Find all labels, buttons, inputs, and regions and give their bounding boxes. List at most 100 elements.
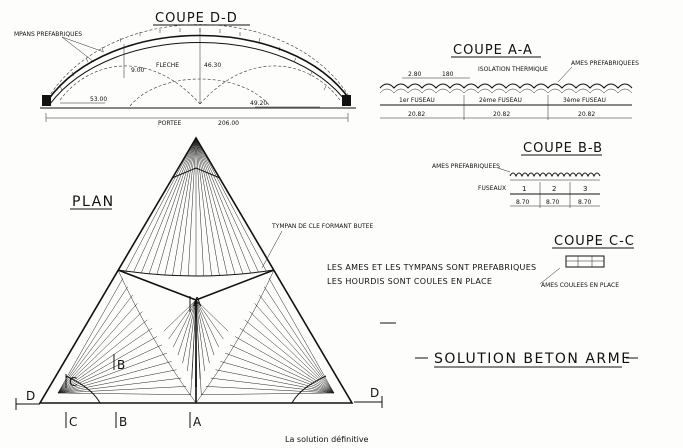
fleche-value: 46.30	[204, 62, 221, 69]
coupe-dd: COUPE D-D MPANS PREFABRIQUES 9.00 FLECHE…	[14, 11, 356, 127]
coupe-cc: COUPE C-C AMES COULEES EN PLACE	[539, 234, 635, 289]
rib-center-right	[195, 299, 229, 332]
rib-upper	[156, 137, 197, 275]
rib-right	[259, 294, 335, 394]
rib-left	[57, 286, 128, 394]
coupe-aa: COUPE A-A 2.80 180 ISOLATION THERMIQUE A…	[379, 43, 639, 120]
fuseau-1-label: 1er FUSEAU	[399, 97, 435, 104]
coupe-aa-shell-bottom	[379, 88, 633, 94]
rib-left	[57, 327, 153, 394]
marker-a-bottom: A	[193, 415, 202, 429]
rib-right	[205, 386, 335, 394]
rib-center-left	[182, 299, 197, 364]
rib-upper	[195, 137, 244, 274]
solution: SOLUTION BETON ARME	[415, 351, 638, 368]
note-line-2: LES HOURDIS SONT COULES EN PLACE	[327, 277, 492, 286]
marker-a-top: A	[193, 295, 202, 309]
figure-caption: La solution définitive	[285, 434, 369, 444]
marker-c-top: C	[69, 375, 77, 389]
rib-right	[239, 327, 335, 394]
coupe-cc-leader	[539, 267, 561, 285]
coupe-dd-title: COUPE D-D	[155, 11, 238, 26]
marker-d-right: D	[370, 386, 379, 400]
solution-title: SOLUTION BETON ARME	[434, 351, 632, 367]
fuseaux-label: FUSEAUX	[478, 185, 506, 192]
tympans-label: MPANS PREFABRIQUES	[14, 31, 82, 38]
rib-left	[57, 377, 182, 394]
rib-center-right	[195, 299, 219, 348]
fuseau-num-2: 2	[552, 185, 556, 193]
rib-center-left	[163, 299, 197, 332]
bb-width-2: 8.70	[546, 199, 560, 206]
rib-center-right	[195, 299, 210, 364]
rib-upper	[195, 137, 212, 276]
rib-upper	[148, 137, 197, 274]
plan-title: PLAN	[72, 194, 115, 210]
rib-upper	[195, 137, 259, 272]
division-right	[195, 269, 275, 301]
coupe-bb-ames-leader	[497, 167, 511, 173]
rib-center-right	[195, 299, 224, 340]
inner-arc-left	[59, 65, 201, 105]
rib-upper	[180, 137, 197, 276]
rib-right	[210, 377, 335, 394]
rib-left	[57, 386, 187, 394]
coupe-cc-section	[565, 255, 605, 268]
marker-c-bottom: C	[69, 415, 77, 429]
plan: PLAN TYMPAN DE CLE FORMANT BUTEE A A B B…	[15, 136, 383, 429]
rib-right	[215, 369, 335, 394]
coupe-bb: COUPE B-B AMES PREFABRIQUEES FUSEAUX 1 2…	[432, 141, 603, 208]
rib-upper	[195, 137, 267, 272]
springing-left	[42, 95, 51, 106]
rib-left	[57, 344, 162, 394]
rib-upper	[172, 137, 197, 276]
tympan-arc-top	[117, 269, 275, 277]
rib-center-left	[168, 299, 197, 340]
height-9-value: 9.00	[131, 67, 145, 74]
portee-value: 206.00	[218, 120, 239, 127]
coupe-bb-ames-label: AMES PREFABRIQUEES	[432, 163, 500, 170]
coupe-cc-title: COUPE C-C	[554, 234, 635, 249]
rib-left	[57, 278, 124, 394]
rib-upper	[195, 137, 236, 275]
coupe-cc-ames-label: AMES COULEES EN PLACE	[541, 282, 619, 289]
fuseau-3-label: 3ème FUSEAU	[563, 97, 606, 104]
tympan-arc-right	[195, 269, 275, 404]
rib-left	[57, 294, 133, 394]
rib-right	[268, 278, 335, 394]
tympans-leader-1	[61, 36, 105, 53]
rib-center-left	[173, 299, 197, 348]
rib-left	[57, 361, 172, 394]
coupe-aa-shell-top	[379, 83, 633, 89]
division-left	[117, 269, 197, 301]
tympans-leader-2	[61, 36, 95, 63]
tympan-arc-left	[117, 269, 197, 404]
width-2: 20.82	[493, 111, 510, 118]
fleche-label: FLECHE	[156, 62, 179, 69]
springing-right	[342, 95, 351, 106]
rib-upper	[195, 137, 251, 273]
corner-arc-left	[65, 375, 101, 404]
fuseau-num-3: 3	[583, 185, 587, 193]
tympan-cle-label: TYMPAN DE CLE FORMANT BUTEE	[271, 223, 373, 230]
coupe-aa-ames-label: AMES PREFABRIQUEES	[571, 60, 639, 67]
rib-left	[57, 336, 158, 394]
notes: LES AMES ET LES TYMPANS SONT PREFABRIQUE…	[327, 263, 536, 324]
width-1: 20.82	[408, 111, 425, 118]
rib-upper	[125, 137, 197, 272]
corner-arc-right	[291, 375, 327, 404]
rib-left	[57, 392, 192, 395]
bb-width-3: 8.70	[578, 199, 592, 206]
coupe-aa-title: COUPE A-A	[453, 43, 533, 58]
rib-center-left	[187, 299, 197, 372]
rib-upper	[195, 137, 205, 276]
marker-b-top: B	[117, 358, 125, 372]
rib-right	[244, 319, 335, 394]
width-3: 20.82	[578, 111, 595, 118]
arch-extrados-dashed	[47, 24, 351, 99]
note-line-1: LES AMES ET LES TYMPANS SONT PREFABRIQUE…	[327, 263, 536, 272]
right-dim-value: 49.20	[250, 100, 267, 107]
coupe-bb-title: COUPE B-B	[523, 141, 603, 156]
